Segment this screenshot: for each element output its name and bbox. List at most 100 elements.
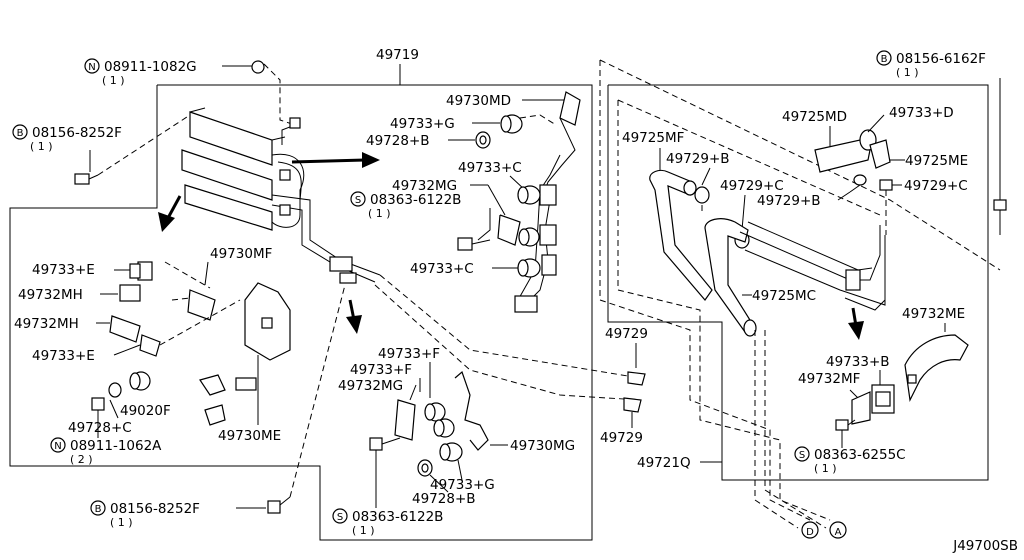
svg-text:49729+B: 49729+B [757,193,821,209]
clamp-49729c-right: 49729+C [853,174,968,235]
svg-text:N: N [88,62,95,73]
grommet-49733g-bottom: 49733+G [430,442,495,493]
fastener-s-08363-6255c: S 08363-6255C ( 1 ) [794,419,906,475]
svg-text:49733+E: 49733+E [32,348,95,364]
nut-icon [251,60,265,74]
grommet-49733e-b: 49733+E [32,299,241,364]
svg-text:49733+B: 49733+B [826,354,890,370]
svg-text:08363-6122B: 08363-6122B [352,509,443,525]
hose-49725mc: 49725MC [704,218,816,337]
hose-49725me: 49725ME [869,139,968,169]
svg-text:49725MF: 49725MF [622,130,684,146]
svg-text:49725MC: 49725MC [752,288,816,304]
svg-text:S: S [799,450,805,461]
svg-text:08911-1062A: 08911-1062A [70,438,162,454]
collar-49728b-bottom: 49728+B [412,459,476,507]
direction-arrows [158,152,864,340]
fastener-b-08156-6162f: B 08156-6162F ( 1 ) [876,50,1007,235]
bracket-49730mg: 49730MG [454,370,575,454]
fastener-n-08911-1062a: N 08911-1062A ( 2 ) [50,397,162,466]
svg-text:49729+C: 49729+C [720,178,784,194]
bolt-icon [993,199,1007,211]
svg-text:49732MF: 49732MF [798,371,860,387]
svg-text:D: D [806,527,814,538]
svg-text:49733+E: 49733+E [32,262,95,278]
svg-text:( 1 ): ( 1 ) [102,74,125,87]
svg-text:49728+C: 49728+C [68,420,132,436]
bolt-icon [835,419,849,431]
svg-text:49732MH: 49732MH [14,316,79,332]
metal-pipes-right [739,221,886,311]
svg-text:49725MD: 49725MD [782,109,847,125]
grommet-49733f-b: 49733+F [350,362,455,438]
svg-text:N: N [54,441,61,452]
svg-text:49721Q: 49721Q [637,455,691,471]
svg-text:08156-8252F: 08156-8252F [32,125,122,141]
clamp-49729b-right: 49729+B [757,184,861,209]
svg-text:49729: 49729 [600,430,643,446]
svg-text:( 1 ): ( 1 ) [352,524,375,537]
hose-49725md: 49725MD [782,109,885,173]
svg-text:B: B [881,54,888,65]
fastener-b-08156-8252f-top: B 08156-8252F ( 1 ) [12,114,191,185]
grommet-49733e-a: 49733+E [32,261,153,281]
frame-dashed-pipe-route [599,59,1001,521]
svg-text:B: B [95,504,102,515]
frame-49721q [607,84,989,481]
collar-49728b-top: 49728+B [366,131,491,149]
svg-text:49730MF: 49730MF [210,246,272,262]
svg-text:08363-6122B: 08363-6122B [370,192,461,208]
cooler-pipe-49721q: 49721Q [637,455,722,471]
bracket-49730me: 49730ME [199,282,291,444]
frame-49719 [9,84,593,541]
svg-text:49730MD: 49730MD [446,93,511,109]
diagram-id: J49700SB [952,538,1018,554]
svg-text:49725ME: 49725ME [905,153,968,169]
svg-text:( 1 ): ( 1 ) [814,462,837,475]
bracket-49730md: 49730MD [446,91,581,313]
bolt-icon [457,237,473,251]
clamp-49733d: 49733+D [889,105,954,121]
clamp-49732mg-bottom: 49732MG [338,378,417,441]
bolt-icon [267,500,281,514]
svg-text:49728+B: 49728+B [412,491,476,507]
collar-49020f: 49020F [108,371,171,419]
svg-text:49733+G: 49733+G [430,477,495,493]
fastener-s-08363-6122b-bottom: S 08363-6122B ( 1 ) [332,437,443,537]
svg-text:49733+C: 49733+C [410,261,474,277]
clamp-49732mf: 49732MF [798,371,871,425]
svg-text:08156-8252F: 08156-8252F [110,501,200,517]
connector-a: A [764,330,847,539]
svg-text:S: S [355,195,361,206]
svg-text:49733+D: 49733+D [889,105,954,121]
svg-text:49729+C: 49729+C [904,178,968,194]
svg-text:49730MG: 49730MG [510,438,575,454]
clamp-49732mh-b: 49732MH [14,315,141,343]
svg-text:49729: 49729 [605,326,648,342]
svg-text:A: A [835,527,842,538]
svg-text:49732ME: 49732ME [902,306,965,322]
svg-text:49732MG: 49732MG [392,178,457,194]
grommet-49733c-b: 49733+C [410,258,541,278]
bracket-49732me: 49732ME [902,306,969,402]
clamp-49732mg-top: 49732MG [392,178,540,247]
bolt-icon [74,173,90,185]
svg-text:08156-6162F: 08156-6162F [896,51,986,67]
hose-49725mf: 49725MF [622,130,713,301]
grommet-49733b: 49733+B [826,354,895,414]
svg-text:49732MH: 49732MH [18,287,83,303]
collar-49728c: 49728+C [68,399,132,436]
fastener-b-08156-8252f-bottom: B 08156-8252F ( 1 ) [90,284,346,529]
svg-text:( 1 ): ( 1 ) [896,66,919,79]
clamp-49732mh-a: 49732MH [18,284,141,303]
svg-text:49733+C: 49733+C [458,160,522,176]
oil-cooler-49719: 49719 [181,47,419,284]
svg-text:B: B [17,128,24,139]
svg-text:49733+F: 49733+F [350,362,412,378]
svg-text:49732MG: 49732MG [338,378,403,394]
svg-text:08911-1082G: 08911-1082G [104,59,197,75]
connector-d: D [754,330,819,539]
svg-text:49729+B: 49729+B [666,151,730,167]
svg-text:S: S [337,512,343,523]
